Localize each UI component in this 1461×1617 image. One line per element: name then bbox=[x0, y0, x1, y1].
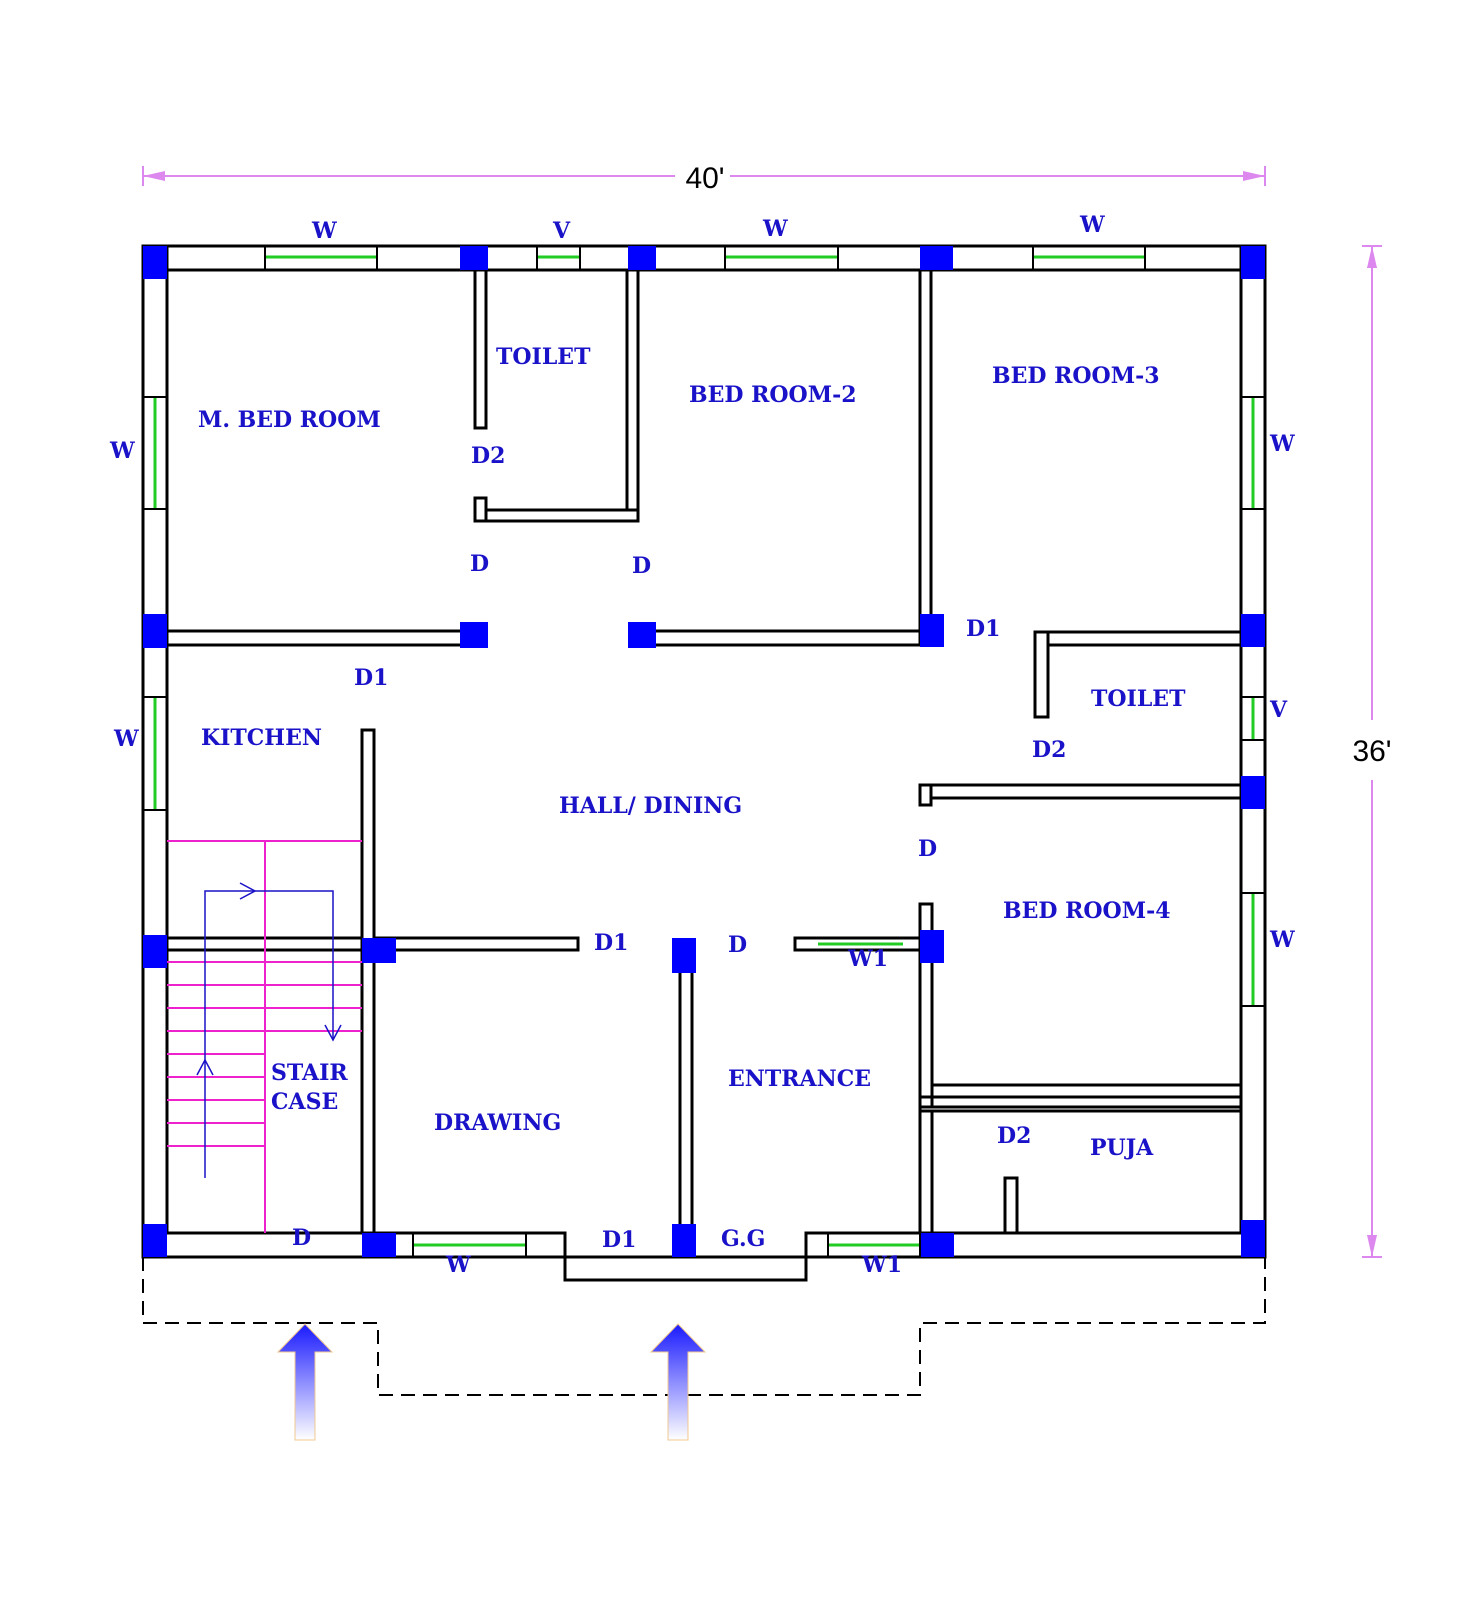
entry-arrow-icon bbox=[276, 1323, 334, 1441]
toilet-2-label: TOILET bbox=[1091, 686, 1186, 712]
bedroom-4-label: BED ROOM-4 bbox=[1003, 898, 1171, 924]
puja-label: PUJA bbox=[1090, 1135, 1154, 1161]
bedroom-3-label: BED ROOM-3 bbox=[992, 363, 1160, 389]
door-label: D bbox=[292, 1225, 311, 1251]
door-label: D bbox=[470, 551, 489, 577]
window-label: W bbox=[113, 726, 139, 752]
toilet-1-label: TOILET bbox=[496, 344, 591, 370]
door-label: D1 bbox=[354, 665, 388, 691]
width-dimension: 40' bbox=[685, 162, 724, 195]
window-label: W1 bbox=[847, 946, 888, 972]
site-boundary bbox=[142, 1257, 1266, 1396]
drawing-label: DRAWING bbox=[434, 1110, 561, 1136]
window-label: W bbox=[762, 216, 788, 242]
door-label: D bbox=[632, 553, 651, 579]
staircase-label-line2: CASE bbox=[271, 1089, 338, 1115]
window-label: W bbox=[1079, 212, 1105, 238]
staircase-label-line1: STAIR bbox=[271, 1060, 348, 1086]
window-label: W bbox=[445, 1252, 471, 1278]
dimension-lines bbox=[142, 166, 1382, 1258]
door-label: D2 bbox=[1032, 737, 1066, 763]
master-bedroom-label: M. BED ROOM bbox=[198, 407, 381, 433]
height-dimension: 36' bbox=[1352, 735, 1391, 768]
columns bbox=[143, 246, 1265, 1257]
entry-arrow-icon bbox=[649, 1323, 707, 1441]
ventilator-label: V bbox=[1269, 697, 1288, 723]
ventilator-label: V bbox=[552, 218, 571, 244]
door-label: D2 bbox=[997, 1123, 1031, 1149]
entrance-label: ENTRANCE bbox=[728, 1066, 871, 1092]
hall-dining-label: HALL/ DINING bbox=[559, 793, 742, 819]
door-label: D bbox=[728, 932, 747, 958]
staircase bbox=[167, 840, 362, 1233]
door-label: D2 bbox=[471, 443, 505, 469]
window-label: W1 bbox=[861, 1252, 902, 1278]
door-label: D1 bbox=[602, 1227, 636, 1253]
gate-label: G.G bbox=[721, 1226, 765, 1252]
door-label: D bbox=[918, 836, 937, 862]
bedroom-2-label: BED ROOM-2 bbox=[689, 382, 857, 408]
windows bbox=[142, 245, 1266, 1258]
window-label: W bbox=[1269, 927, 1295, 953]
window-label: W bbox=[311, 218, 337, 244]
door-label: D1 bbox=[966, 616, 1000, 642]
window-label: W bbox=[109, 438, 135, 464]
window-label: W bbox=[1269, 431, 1295, 457]
door-label: D1 bbox=[594, 930, 628, 956]
kitchen-label: KITCHEN bbox=[201, 725, 322, 751]
